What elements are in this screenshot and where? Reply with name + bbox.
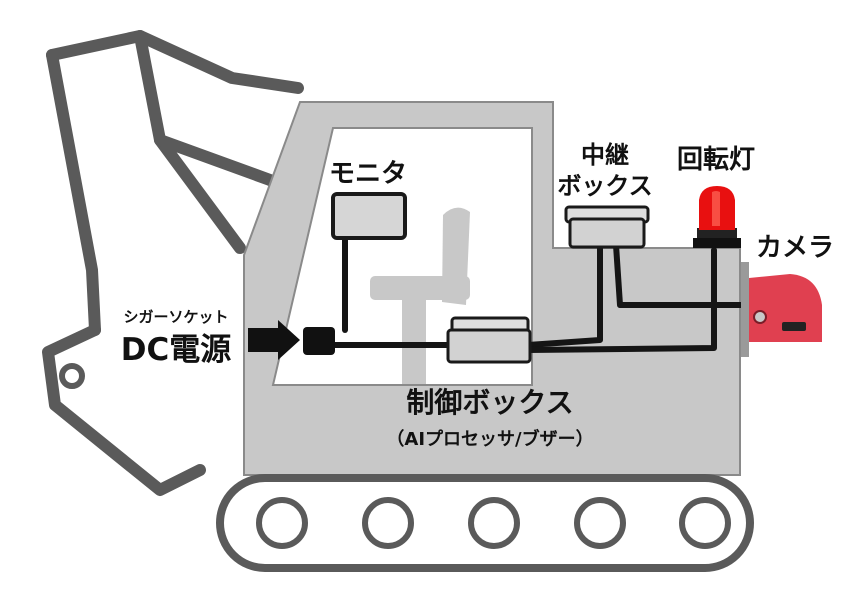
seat [370,207,470,384]
monitor-label: モニタ [329,159,407,189]
cables [329,235,745,353]
control-box-label: 制御ボックス [406,386,573,419]
crawler-track [216,474,754,572]
dc-power-label: DC電源 [121,332,231,368]
cigar-socket-label: シガーソケット [123,308,228,326]
power-arrow-icon [248,320,300,360]
relay-box-label-line2: ボックス [557,172,652,200]
rotating-light-icon [693,186,741,248]
control-box [446,316,532,364]
camera-label: カメラ [756,233,834,263]
machine-body [243,101,741,476]
camera-icon [741,262,822,357]
rotating-light-label: 回転灯 [677,145,755,175]
relay-box-label-line1: 中継 [581,141,629,169]
monitor [331,192,407,240]
excavator-arm [42,30,304,496]
relay-box [564,205,650,249]
power-plug [303,327,335,355]
control-box-sublabel: （AIプロセッサ/ブザー） [386,428,593,450]
